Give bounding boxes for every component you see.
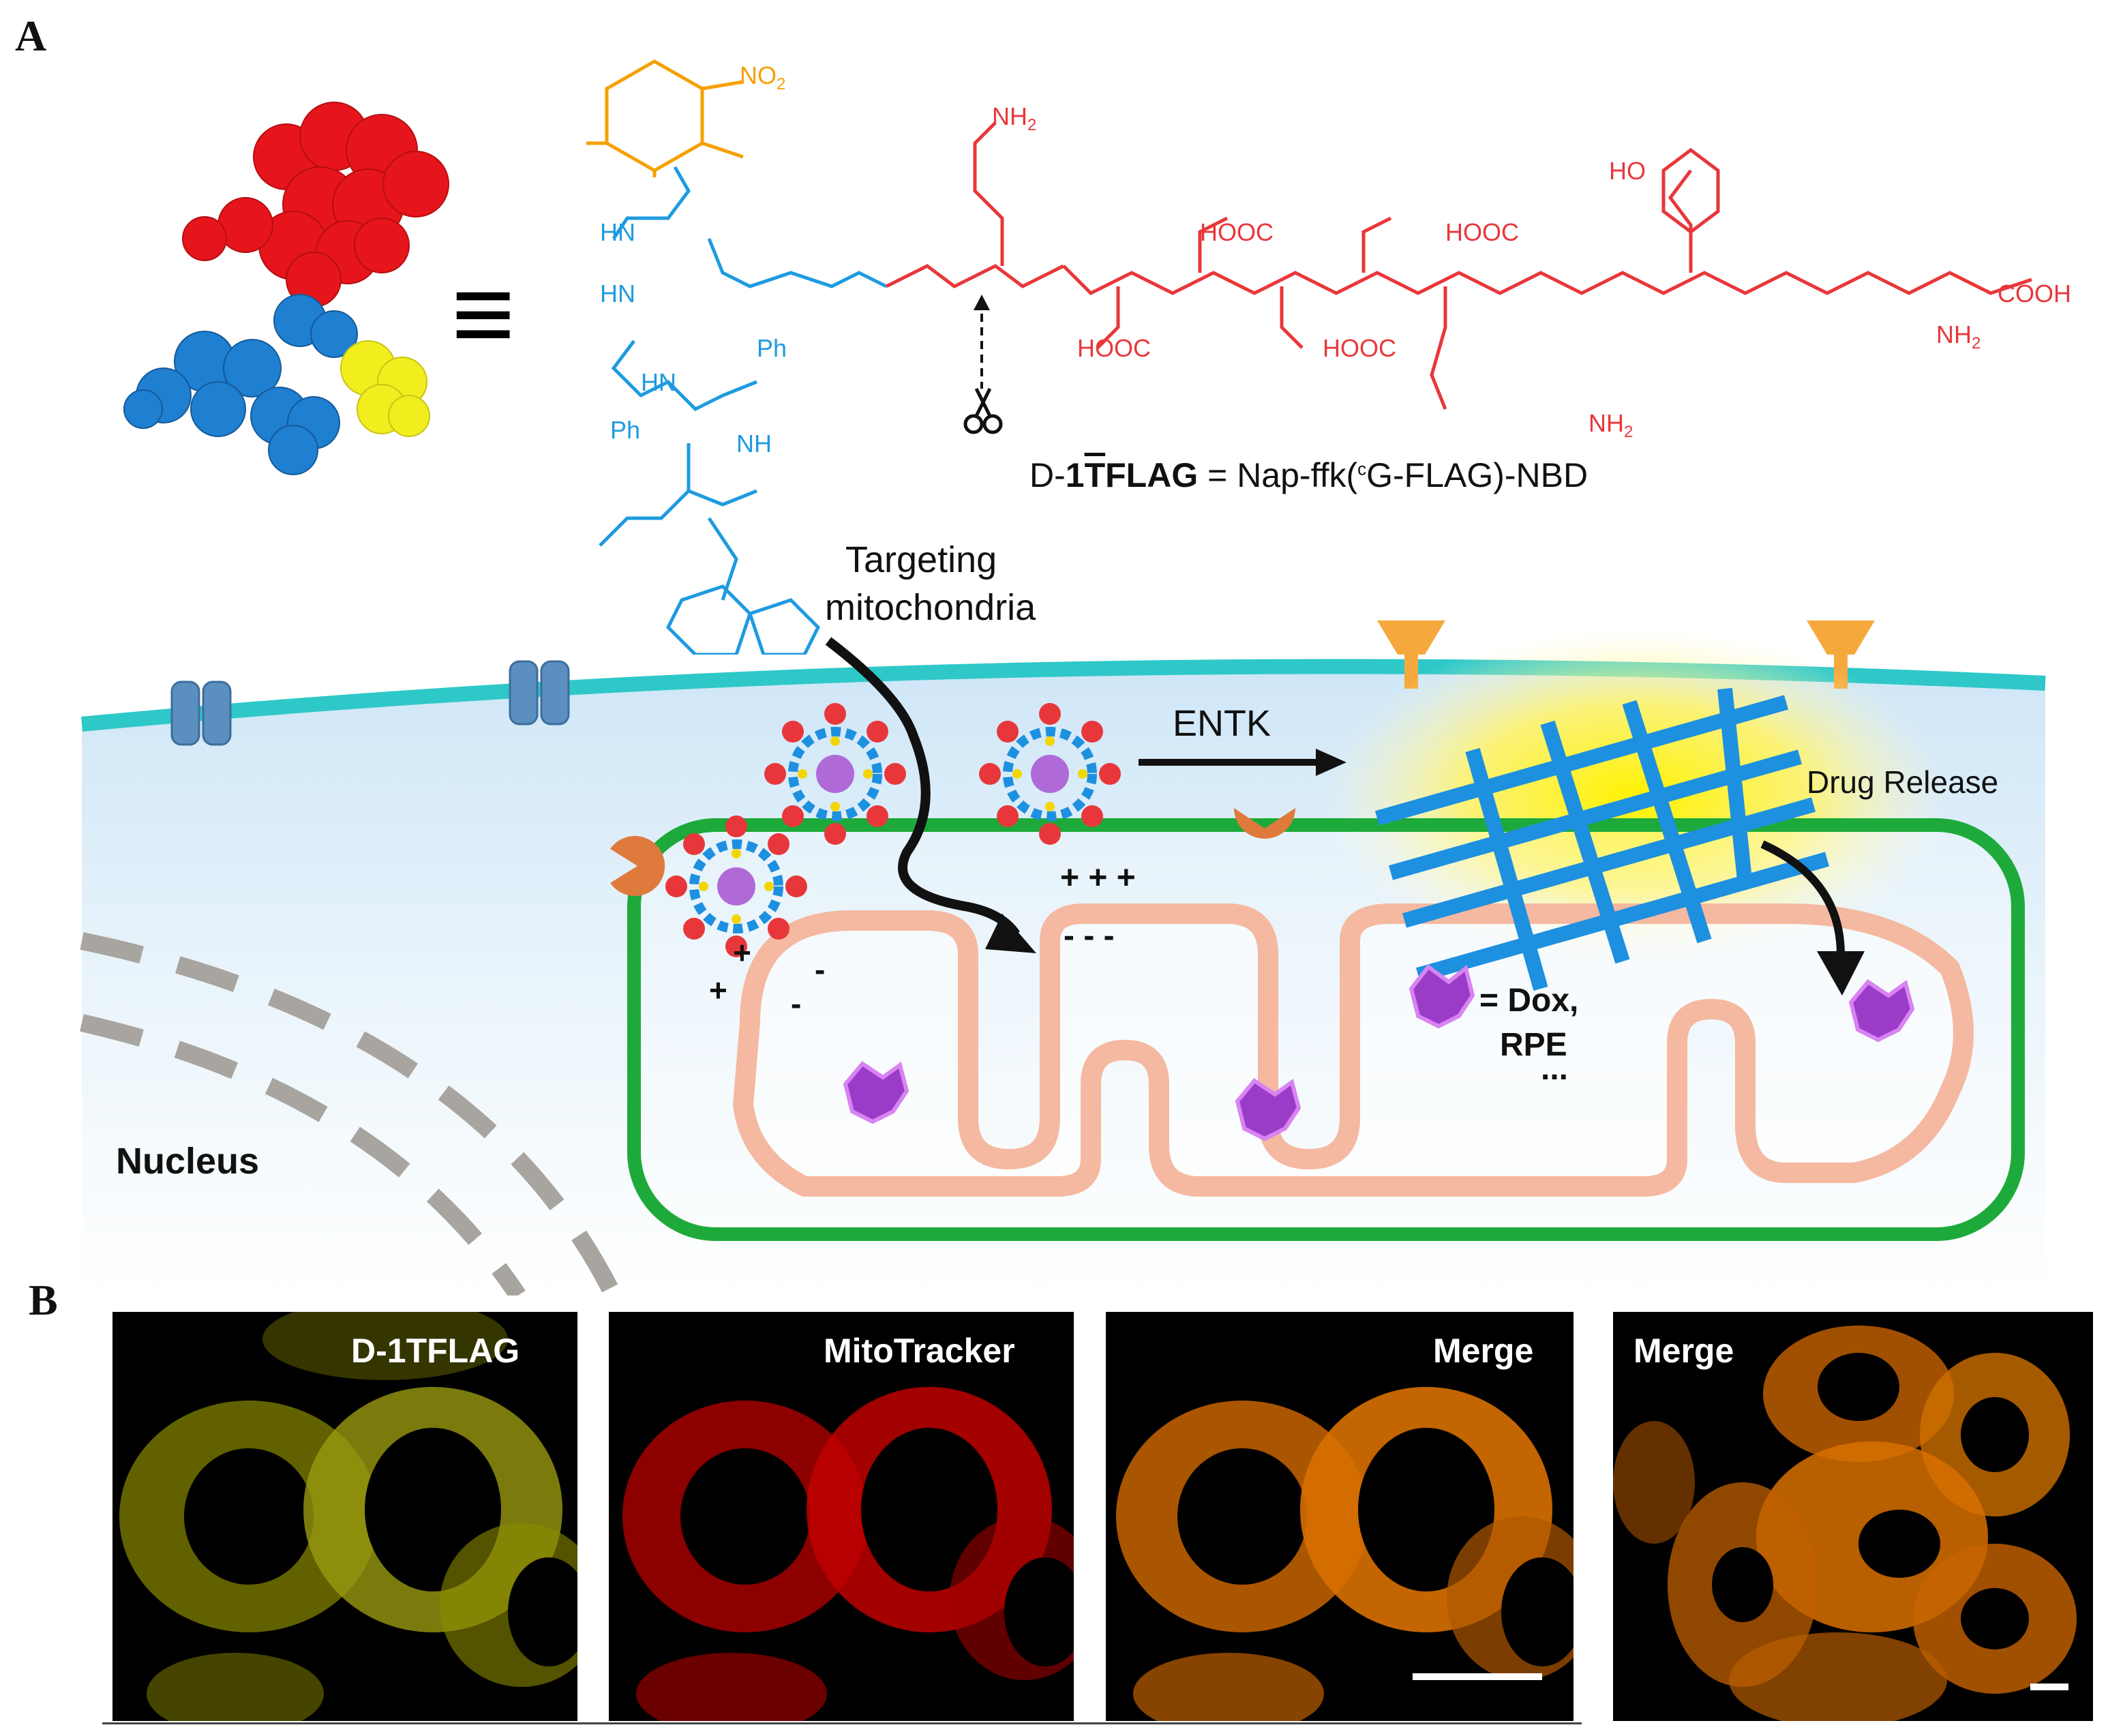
phenyl-label: Ph bbox=[610, 416, 641, 444]
micelles bbox=[123, 102, 1915, 1141]
micelle bbox=[764, 703, 906, 845]
ellipsis-label: ... bbox=[1541, 1051, 1569, 1087]
hooc-label: HOOC bbox=[1077, 334, 1151, 362]
hooc-label: HOOC bbox=[1323, 334, 1396, 362]
hn-label: HN bbox=[600, 280, 635, 308]
micrograph-merge-1: Merge bbox=[1106, 1312, 1574, 1721]
micrograph-label: D-1TFLAG bbox=[351, 1332, 520, 1370]
micrograph-merge-2: Merge bbox=[1613, 1312, 2093, 1721]
cleavage-dash-head bbox=[974, 295, 990, 310]
molecular-model-core bbox=[123, 294, 358, 475]
n-terminal-amine-label: NH2 bbox=[1936, 320, 1981, 353]
nucleus-label: Nucleus bbox=[116, 1141, 260, 1182]
hooc-label: HOOC bbox=[1445, 218, 1519, 246]
chemical-structure bbox=[586, 59, 2032, 655]
baseline-divider bbox=[102, 1722, 1582, 1724]
molecular-model-nbd bbox=[340, 340, 430, 437]
targeting-arrow-head bbox=[985, 914, 1036, 953]
scissors-icon bbox=[963, 387, 1003, 434]
membrane-channel bbox=[170, 660, 570, 746]
negative-charges: - - - bbox=[1064, 918, 1115, 954]
nanofiber-network bbox=[1375, 687, 1829, 991]
nbd-nitro-label: NO2 bbox=[740, 61, 786, 94]
micrograph-d1tflag: D-1TFLAG bbox=[112, 1312, 577, 1721]
drug-release-arrow-head bbox=[1817, 951, 1865, 996]
nucleus-envelope-outer bbox=[80, 932, 622, 1296]
fluorescence-merge bbox=[1116, 1387, 1574, 1721]
dox-label: = Dox, bbox=[1479, 983, 1579, 1019]
lysine-amine-label: NH2 bbox=[992, 102, 1037, 135]
scale-bar bbox=[2030, 1683, 2068, 1690]
rpe-label: RPE bbox=[1500, 1027, 1567, 1063]
fluorescence-yellow bbox=[119, 1312, 577, 1721]
nh-label: NH bbox=[736, 430, 772, 458]
entk-enzyme bbox=[610, 808, 1295, 897]
lysine-amine-label: NH2 bbox=[1588, 409, 1633, 442]
equivalence-symbol: ≡ bbox=[451, 252, 515, 374]
charge-minus: - bbox=[791, 986, 802, 1021]
molecular-model-flag bbox=[182, 102, 449, 308]
phenyl-label: Ph bbox=[757, 334, 787, 362]
micrograph-label: MitoTracker bbox=[824, 1332, 1015, 1370]
entk-label: ENTK bbox=[1173, 703, 1271, 744]
micelle bbox=[665, 815, 807, 957]
mitochondrion-inner-membrane bbox=[733, 903, 1974, 1197]
charge-plus: + bbox=[709, 972, 727, 1008]
mitochondria-label: mitochondria bbox=[825, 587, 1036, 628]
carboxyl-label: COOH bbox=[1998, 280, 2071, 308]
micrograph-mitotracker: MitoTracker bbox=[609, 1312, 1074, 1721]
targeting-arrow bbox=[825, 637, 1020, 938]
charge-plus: + bbox=[733, 935, 751, 970]
hn-label: HN bbox=[641, 368, 676, 396]
scheme-illustration bbox=[80, 620, 2046, 1296]
positive-charges: + + + bbox=[1060, 860, 1136, 896]
tyrosine-hydroxyl-label: HO bbox=[1609, 157, 1646, 185]
drug-release-arrow bbox=[1760, 840, 1845, 955]
scale-bar bbox=[1413, 1673, 1542, 1680]
drug-release-label: Drug Release bbox=[1807, 764, 1999, 800]
hn-label: HN bbox=[600, 218, 635, 246]
micrograph-label: Merge bbox=[1433, 1332, 1534, 1370]
charge-minus: - bbox=[815, 952, 826, 987]
targeting-label: Targeting bbox=[845, 539, 997, 580]
panel-a-letter: A bbox=[15, 12, 47, 60]
panel-b-letter: B bbox=[29, 1276, 58, 1324]
fluorescence-red bbox=[622, 1387, 1074, 1721]
membrane-receptor bbox=[1377, 620, 1875, 689]
hooc-label: HOOC bbox=[1200, 218, 1274, 246]
fluorescence-merge bbox=[1613, 1326, 2077, 1721]
entk-arrow-head bbox=[1316, 749, 1346, 776]
compound-formula: D-1TFLAG = Nap-ffk(cG-FLAG)-NBD bbox=[1029, 456, 1588, 494]
drug-molecule bbox=[843, 963, 1915, 1141]
micrograph-label: Merge bbox=[1633, 1332, 1734, 1370]
micelle bbox=[979, 703, 1121, 845]
